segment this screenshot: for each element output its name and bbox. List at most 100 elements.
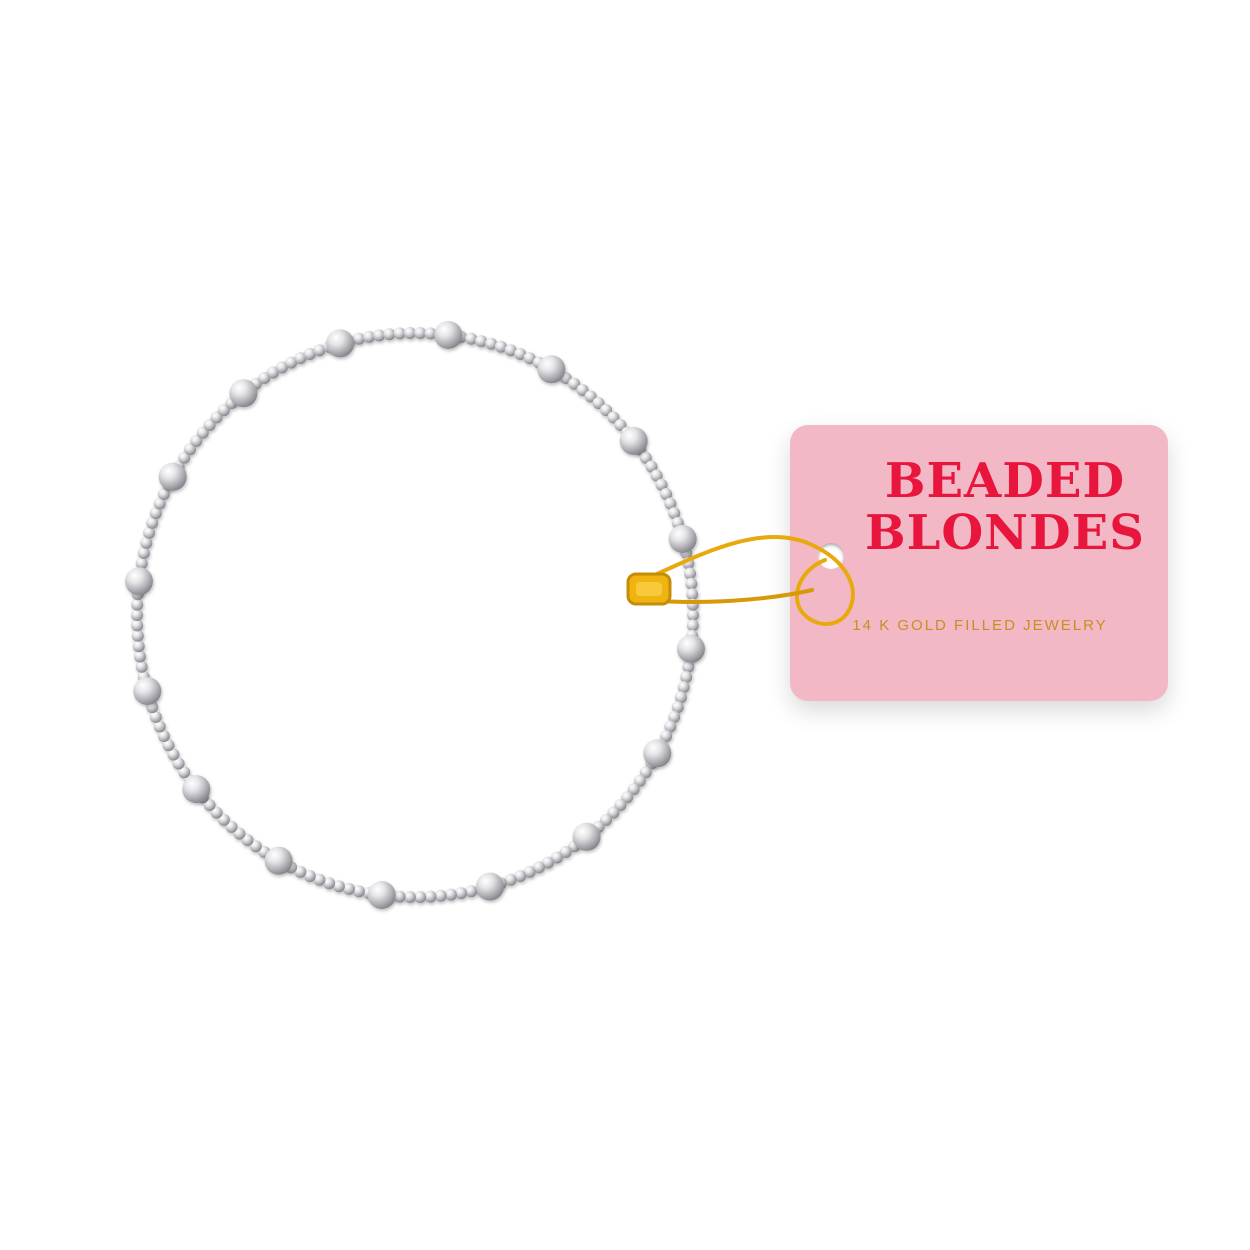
small-bead bbox=[258, 372, 271, 384]
large-bead bbox=[182, 775, 211, 804]
small-bead bbox=[627, 783, 640, 796]
small-bead bbox=[576, 384, 589, 396]
small-bead bbox=[645, 460, 658, 473]
small-bead bbox=[134, 650, 146, 663]
small-bead bbox=[162, 739, 175, 752]
small-bead bbox=[514, 348, 527, 360]
small-bead bbox=[614, 799, 627, 811]
small-bead bbox=[323, 877, 336, 890]
small-bead bbox=[607, 806, 620, 819]
small-bead bbox=[639, 766, 652, 779]
small-bead bbox=[217, 404, 230, 417]
large-bead bbox=[133, 677, 162, 705]
small-bead bbox=[600, 813, 613, 826]
small-bead bbox=[149, 710, 162, 723]
small-bead bbox=[203, 799, 216, 811]
small-bead bbox=[131, 629, 144, 642]
large-bead bbox=[677, 634, 705, 663]
small-bead bbox=[285, 356, 298, 369]
small-bead bbox=[178, 766, 191, 779]
small-bead bbox=[143, 526, 156, 539]
small-bead bbox=[674, 691, 687, 704]
small-bead bbox=[342, 882, 355, 895]
small-bead bbox=[178, 451, 191, 464]
small-bead bbox=[677, 681, 690, 694]
small-bead bbox=[682, 557, 695, 570]
tag-hole bbox=[818, 543, 844, 569]
small-bead bbox=[686, 588, 699, 601]
small-bead bbox=[592, 397, 605, 410]
small-bead bbox=[614, 419, 627, 431]
large-bead bbox=[643, 739, 672, 768]
large-bead bbox=[229, 379, 258, 408]
small-bead bbox=[682, 660, 695, 673]
small-bead bbox=[135, 557, 148, 570]
small-bead bbox=[393, 890, 406, 903]
small-bead bbox=[135, 660, 148, 673]
small-bead bbox=[664, 497, 677, 510]
brand-line-1: BEADED bbox=[884, 453, 1126, 509]
small-bead bbox=[167, 748, 180, 761]
small-bead bbox=[542, 856, 554, 869]
small-bead bbox=[671, 701, 684, 714]
small-bead bbox=[444, 888, 457, 901]
small-bead bbox=[249, 840, 262, 853]
small-bead bbox=[267, 366, 279, 379]
small-bead bbox=[132, 640, 145, 653]
small-bead bbox=[504, 873, 517, 886]
small-bead bbox=[157, 730, 170, 742]
small-bead bbox=[313, 873, 326, 886]
small-bead bbox=[210, 411, 223, 424]
small-bead bbox=[414, 891, 427, 903]
small-bead bbox=[607, 411, 620, 424]
small-bead bbox=[686, 619, 699, 632]
small-bead bbox=[157, 488, 170, 500]
small-bead bbox=[523, 352, 536, 365]
small-bead bbox=[294, 352, 307, 365]
small-bead bbox=[190, 434, 203, 447]
large-bead bbox=[537, 355, 566, 384]
small-bead bbox=[475, 335, 488, 348]
small-bead bbox=[203, 419, 216, 431]
small-bead bbox=[668, 710, 681, 723]
small-bead bbox=[633, 774, 646, 787]
small-bead bbox=[686, 598, 699, 611]
small-bead bbox=[225, 820, 238, 833]
small-bead bbox=[146, 516, 159, 529]
small-bead bbox=[184, 443, 197, 456]
small-bead bbox=[332, 880, 345, 893]
small-bead bbox=[650, 469, 663, 482]
small-bead bbox=[153, 497, 166, 510]
small-bead bbox=[414, 327, 427, 339]
large-bead bbox=[619, 426, 648, 455]
small-bead bbox=[393, 327, 406, 340]
small-bead bbox=[668, 507, 681, 520]
small-bead bbox=[352, 332, 365, 345]
small-bead bbox=[276, 361, 288, 374]
small-bead bbox=[313, 344, 326, 357]
large-bead bbox=[475, 872, 504, 901]
large-bead bbox=[434, 321, 463, 349]
small-bead bbox=[523, 865, 536, 878]
hang-tag: BEADED BLONDES 14 K GOLD FILLED JEWELRY bbox=[790, 425, 1168, 701]
large-bead bbox=[572, 822, 601, 851]
small-bead bbox=[131, 619, 144, 632]
small-bead bbox=[584, 390, 597, 403]
small-bead bbox=[639, 451, 652, 464]
small-bead bbox=[241, 834, 254, 846]
small-bead bbox=[233, 827, 246, 840]
small-bead bbox=[621, 791, 634, 804]
small-bead bbox=[465, 885, 478, 898]
large-beads bbox=[125, 321, 705, 909]
small-bead bbox=[568, 377, 581, 390]
brand-name: BEADED BLONDES bbox=[860, 455, 1150, 559]
small-bead bbox=[465, 332, 478, 345]
small-bead bbox=[140, 536, 153, 549]
small-bead bbox=[424, 327, 437, 340]
small-bead bbox=[660, 488, 673, 500]
small-bead bbox=[485, 337, 498, 350]
small-bead bbox=[685, 577, 698, 590]
small-bead bbox=[137, 547, 150, 559]
small-bead bbox=[294, 865, 307, 878]
